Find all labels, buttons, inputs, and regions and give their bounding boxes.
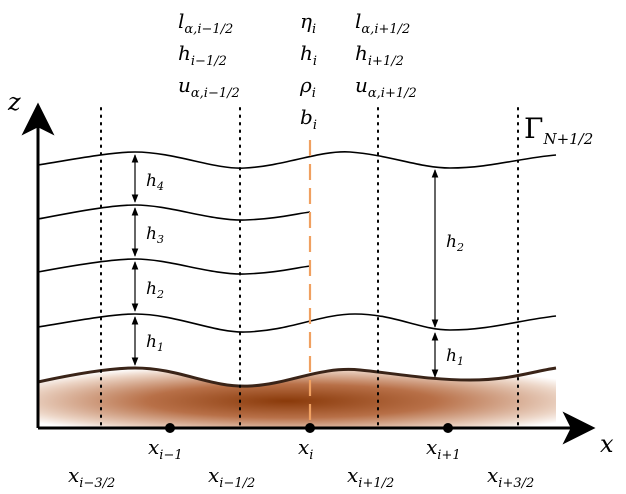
left-layer-label-h1: h1	[146, 332, 164, 354]
left-layer-label-h3: h3	[146, 224, 164, 246]
layer-interface-3	[37, 204, 311, 221]
left-layer-label-h4: h4	[146, 171, 164, 193]
top-right-l-label: lα,i+1/2	[355, 9, 410, 37]
interface-label-x-i+3-2: xi+3/2	[487, 463, 534, 491]
bottom-boundary-line	[37, 366, 557, 388]
layer-interface-2	[37, 258, 311, 275]
node-dot-i	[305, 423, 315, 433]
interface-label-x-i-1-2: xi−1/2	[208, 463, 255, 491]
top-left-h-label: hi−1/2	[178, 41, 227, 69]
top-left-l-label: lα,i−1/2	[178, 9, 233, 37]
node-label-x-i: xi	[298, 435, 313, 463]
x-axis-label: x	[600, 430, 614, 458]
free-surface-gamma	[37, 151, 557, 169]
top-right-u-label: uα,i+1/2	[355, 73, 417, 101]
top-left-u-label: uα,i−1/2	[178, 73, 240, 101]
node-label-x-i-1: xi−1	[148, 435, 183, 463]
top-center-eta-label: ηi	[300, 9, 316, 37]
gamma-surface-label: ΓN+1/2	[524, 112, 593, 148]
top-center-b-label: bi	[300, 105, 317, 133]
interface-label-x-i-3-2: xi−3/2	[68, 463, 115, 491]
right-layer-label-h2: h2	[446, 232, 464, 254]
node-dot-i-1	[165, 423, 175, 433]
z-axis-label: z	[7, 88, 21, 116]
top-center-h-label: hi	[300, 41, 317, 69]
top-center-rho-label: ρi	[299, 73, 316, 101]
node-dot-i+1	[443, 423, 453, 433]
bottom-sediment-region	[38, 368, 556, 428]
layer-interface-1	[37, 313, 557, 333]
left-layer-label-h2: h2	[146, 279, 164, 301]
right-layer-label-h1: h1	[446, 346, 464, 368]
node-label-x-i+1: xi+1	[426, 435, 461, 463]
top-right-h-label: hi+1/2	[355, 41, 404, 69]
interface-label-x-i+1-2: xi+1/2	[347, 463, 394, 491]
